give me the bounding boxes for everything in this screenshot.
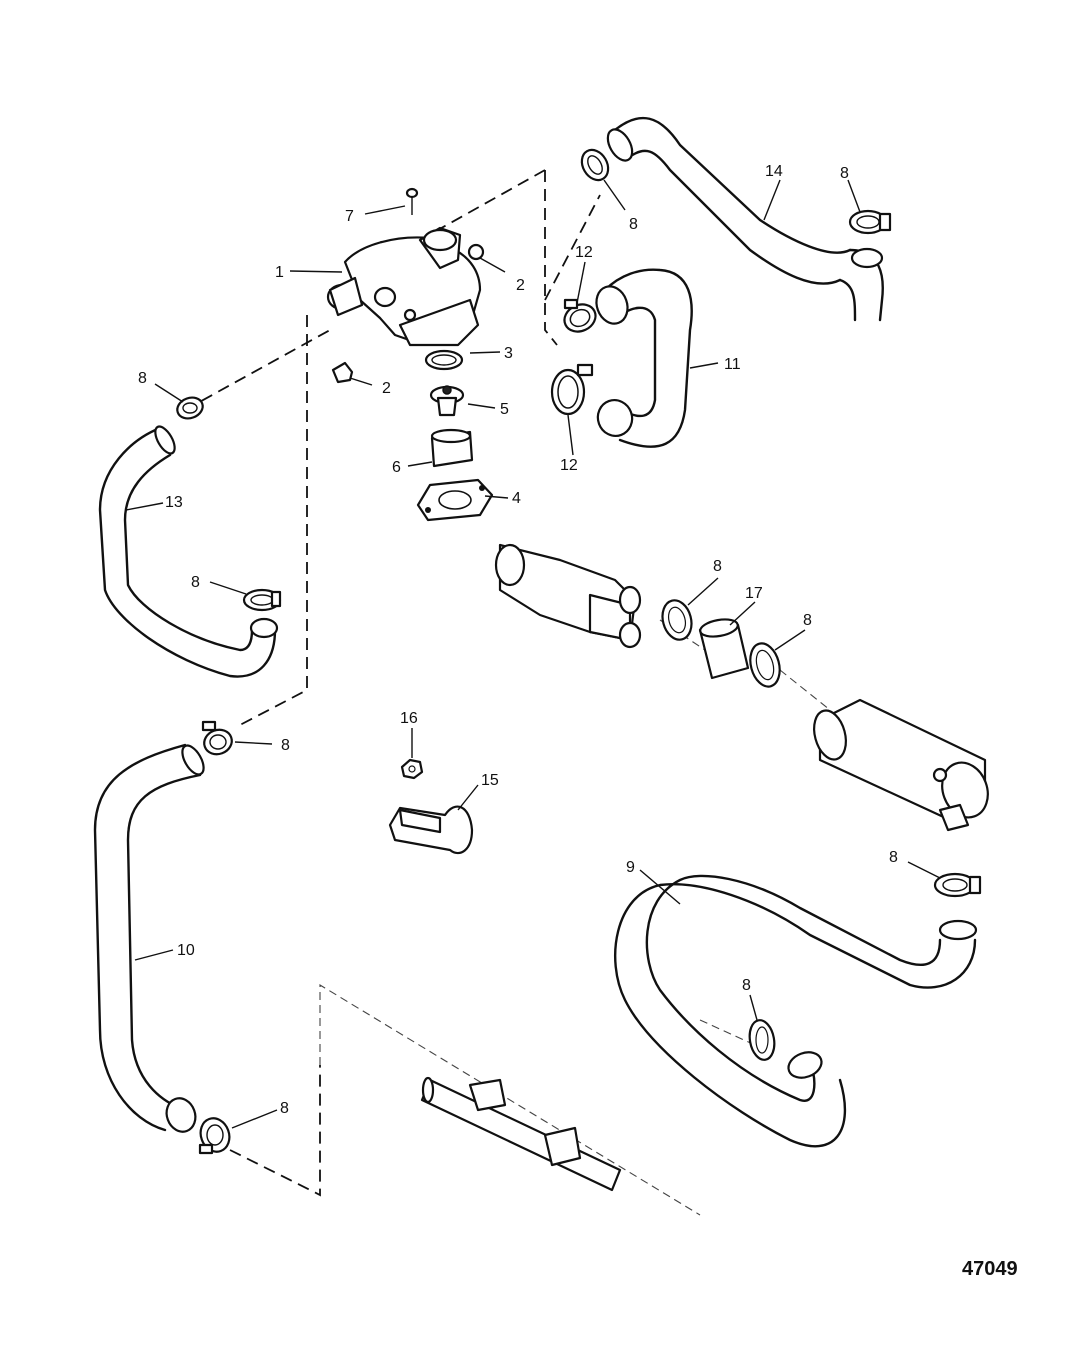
callout-17: 17 [745,585,763,602]
hose-part-9 [614,874,978,1148]
callout-10: 10 [177,942,195,959]
callout-8-center: 8 [713,558,722,575]
clamp-part-12-upper [563,298,597,333]
figure-number: 47049 [962,1258,1018,1280]
callout-16: 16 [400,710,418,727]
callout-2-upper: 2 [516,277,525,294]
screw-part-7 [405,187,419,215]
clamp-part-8-bottom [198,1117,231,1155]
hose-part-10 [93,743,205,1133]
clamp-part-8-center-right [749,642,781,688]
seawater-pump-assembly [494,543,642,649]
clamp-part-8-mid-left [201,720,233,756]
callout-15: 15 [481,772,499,789]
callout-12-lower: 12 [560,457,578,474]
callout-8-center-right: 8 [803,612,812,629]
clamp-part-8-right-mid [933,872,982,898]
leader-lines [125,179,941,1129]
clamp-part-8-center [661,599,693,641]
clamp-part-8-top [580,148,610,182]
assembly-guides [184,169,831,1216]
callout-6: 6 [392,459,401,476]
fuel-cooler-assembly [813,698,989,832]
callout-2-lower: 2 [382,380,391,397]
callout-3: 3 [504,345,513,362]
thermostat-part-5 [429,385,465,417]
callout-8-left-lower: 8 [191,574,200,591]
clamp-part-8-left-lower [242,588,282,612]
callout-9: 9 [626,859,635,876]
clamp-part-8-right-low [748,1019,776,1061]
callout-8-right-mid: 8 [889,849,898,866]
nut-part-16 [400,758,424,780]
bracket-part-15 [388,805,474,855]
callout-11: 11 [724,356,741,373]
callout-5: 5 [500,401,509,418]
callout-8-right-top: 8 [840,165,849,182]
plug-part-2-lower [331,361,354,384]
callout-14: 14 [765,163,783,180]
clamp-part-8-left [176,396,204,420]
callout-labels: 1 2 2 3 4 5 6 7 8 8 8 8 8 8 8 8 8 8 9 10… [138,163,898,1117]
coupler-part-17 [698,618,750,680]
callout-8-top: 8 [629,216,638,233]
callout-13: 13 [165,494,183,511]
callout-8-bottom: 8 [280,1100,289,1117]
callout-8-left: 8 [138,370,147,387]
callout-12-upper: 12 [575,244,593,261]
gasket-part-4 [416,478,494,522]
mounting-rail [420,1076,622,1192]
hose-part-11 [595,268,693,448]
callout-1: 1 [275,264,284,281]
callout-8-mid-left: 8 [281,737,290,754]
sleeve-part-6 [430,428,474,468]
hose-part-14 [606,116,884,322]
thermostat-housing-part-1 [326,226,482,347]
callout-7: 7 [345,208,354,225]
callout-8-right-low: 8 [742,977,751,994]
callout-4: 4 [512,490,521,507]
clamp-part-8-right-top [848,209,892,235]
gasket-part-3 [424,349,464,371]
hose-part-13 [98,425,279,678]
clamp-part-12-lower [550,363,594,416]
plug-part-2-upper [467,243,485,261]
